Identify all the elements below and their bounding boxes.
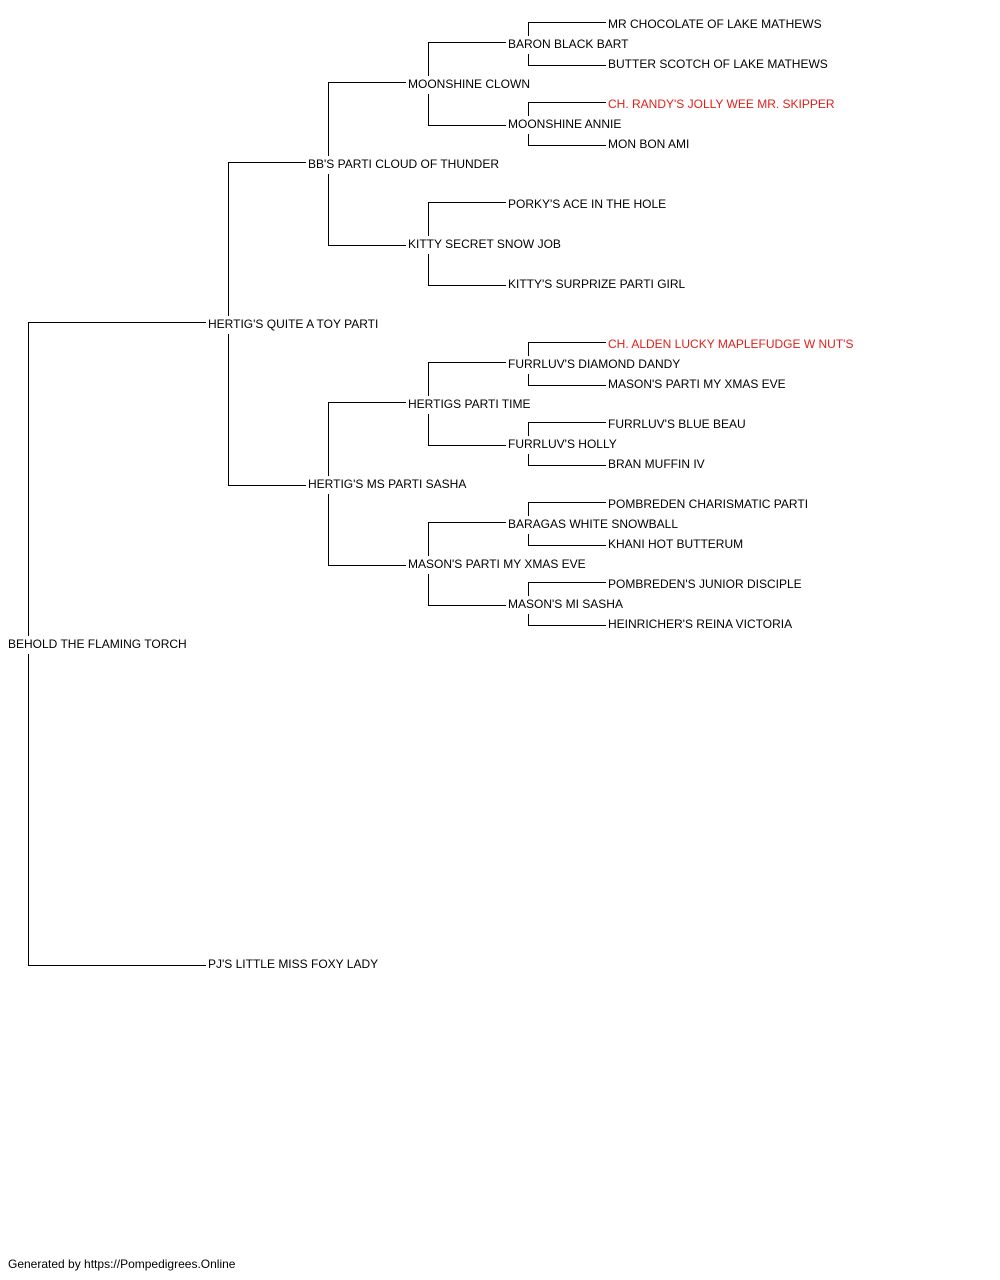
gen5-name-11: POMBREDEN'S JUNIOR DISCIPLE: [608, 577, 802, 591]
connector-sdd-sdds: [428, 522, 506, 556]
sire-name: HERTIG'S QUITE A TOY PARTI: [208, 317, 379, 331]
connector-ssss-sire: [528, 22, 606, 36]
connector-sd-sdd: [328, 494, 406, 566]
gen4-name-4: KITTY'S SURPRIZE PARTI GIRL: [508, 277, 686, 291]
dam-name: PJ'S LITTLE MISS FOXY LADY: [208, 957, 379, 971]
connector-sddd-dam: [528, 614, 606, 626]
connector-sire-sd: [228, 334, 306, 486]
connector-ss-sss: [328, 82, 406, 156]
gen4-name-7: BARAGAS WHITE SNOWBALL: [508, 517, 679, 531]
connector-sdsd-sire: [528, 422, 606, 436]
gen3-name-2: KITTY SECRET SNOW JOB: [408, 237, 561, 251]
gen5-name-7: FURRLUV'S BLUE BEAU: [608, 417, 746, 431]
connector-sdds-sire: [528, 502, 606, 516]
gen5-name-10: KHANI HOT BUTTERUM: [608, 537, 744, 551]
generated-by-footer: Generated by https://Pompedigrees.Online: [8, 1257, 236, 1271]
gen5-champion-name-5: CH. ALDEN LUCKY MAPLEFUDGE W NUT'S: [608, 337, 854, 351]
connector-dog-sire: [28, 322, 206, 636]
gen5-name-8: BRAN MUFFIN IV: [608, 457, 705, 471]
connector-sd-sds: [328, 402, 406, 476]
gen3-name-4: MASON'S PARTI MY XMAS EVE: [408, 557, 586, 571]
connector-sds-sdsd: [428, 414, 506, 446]
connector-sssd-sire: [528, 102, 606, 116]
gen4-name-1: BARON BLACK BART: [508, 37, 629, 51]
connector-sdss-sire: [528, 342, 606, 356]
gen5-name-1: MR CHOCOLATE OF LAKE MATHEWS: [608, 17, 822, 31]
gen3-name-1: MOONSHINE CLOWN: [408, 77, 531, 91]
connector-sdd-sddd: [428, 574, 506, 606]
connector-ssd-ssdd: [428, 254, 506, 286]
gen4-name-8: MASON'S MI SASHA: [508, 597, 623, 611]
gen4-name-2: MOONSHINE ANNIE: [508, 117, 622, 131]
dog-name: BEHOLD THE FLAMING TORCH: [8, 637, 187, 651]
connector-sss-sssd: [428, 94, 506, 126]
connector-sddd-sire: [528, 582, 606, 596]
connector-ssss-dam: [528, 54, 606, 66]
connector-sdss-dam: [528, 374, 606, 386]
gen5-name-12: HEINRICHER'S REINA VICTORIA: [608, 617, 793, 631]
gen5-name-2: BUTTER SCOTCH OF LAKE MATHEWS: [608, 57, 828, 71]
gen4-name-5: FURRLUV'S DIAMOND DANDY: [508, 357, 681, 371]
gen5-name-4: MON BON AMI: [608, 137, 690, 151]
connector-ssd-ssds: [428, 202, 506, 236]
connector-sss-ssss: [428, 42, 506, 76]
connector-sire-ss: [228, 162, 306, 316]
sire-dam-name: HERTIG'S MS PARTI SASHA: [308, 477, 467, 491]
gen5-name-9: POMBREDEN CHARISMATIC PARTI: [608, 497, 809, 511]
gen4-name-3: PORKY'S ACE IN THE HOLE: [508, 197, 667, 211]
sire-sire-name: BB'S PARTI CLOUD OF THUNDER: [308, 157, 499, 171]
gen5-champion-name-3: CH. RANDY'S JOLLY WEE MR. SKIPPER: [608, 97, 835, 111]
connector-sds-sdss: [428, 362, 506, 396]
connector-dog-dam: [28, 654, 206, 966]
gen5-name-6: MASON'S PARTI MY XMAS EVE: [608, 377, 786, 391]
connector-sdds-dam: [528, 534, 606, 546]
connector-sdsd-dam: [528, 454, 606, 466]
connector-ss-ssd: [328, 174, 406, 246]
gen3-name-3: HERTIGS PARTI TIME: [408, 397, 531, 411]
connector-sssd-dam: [528, 134, 606, 146]
gen4-name-6: FURRLUV'S HOLLY: [508, 437, 617, 451]
